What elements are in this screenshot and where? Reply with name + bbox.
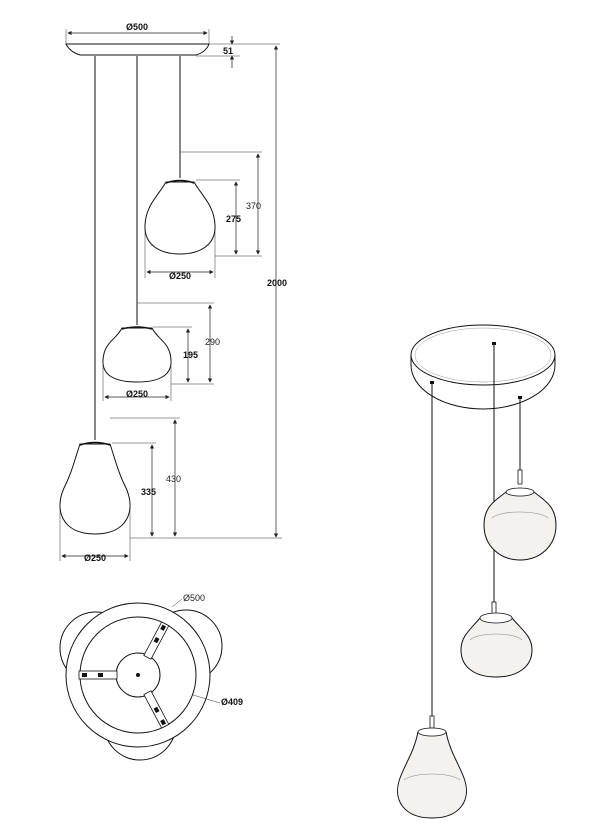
lamp-bottom-elevation: 430 335 Ø250 <box>59 417 181 563</box>
plan-arm-lower <box>143 690 170 729</box>
total-height-label: 2000 <box>267 278 287 288</box>
lamp-top-elevation: 370 275 Ø250 <box>144 151 262 281</box>
total-height-dimension: 2000 <box>130 45 287 539</box>
lamp-middle-height-label: 290 <box>205 337 220 347</box>
perspective-view <box>397 324 557 819</box>
lamp-middle-elevation: 290 195 Ø250 <box>102 302 220 401</box>
canopy-side: Ø500 51 <box>65 22 280 68</box>
lamp-bottom-glass-height-label: 335 <box>141 487 156 497</box>
lamp-top-height-label: 370 <box>246 201 261 211</box>
canopy-perspective <box>410 324 556 410</box>
lamp-bottom-height-label: 430 <box>166 474 181 484</box>
plan-arm-upper <box>143 621 170 660</box>
lamp-middle-diameter-label: Ø250 <box>126 389 148 399</box>
canopy-diameter-label: Ø500 <box>126 22 148 32</box>
plan-outer-diameter-label: Ø500 <box>183 593 205 603</box>
perspective-lamp-middle <box>460 601 533 678</box>
lamp-top-glass-height-label: 275 <box>226 214 241 224</box>
canopy-height-label: 51 <box>223 46 233 56</box>
lamp-bottom-diameter-label: Ø250 <box>84 553 106 563</box>
lamp-top-diameter-label: Ø250 <box>169 271 191 281</box>
perspective-lamp-right <box>483 469 557 561</box>
lamp-middle-glass-height-label: 195 <box>183 350 198 360</box>
plan-arm-left <box>78 670 118 680</box>
perspective-lamp-left <box>397 715 467 819</box>
plan-view: Ø500 Ø409 <box>59 593 243 761</box>
plan-inner-diameter-label: Ø409 <box>221 697 243 707</box>
elevation-view: Ø500 51 2000 370 <box>59 22 287 563</box>
